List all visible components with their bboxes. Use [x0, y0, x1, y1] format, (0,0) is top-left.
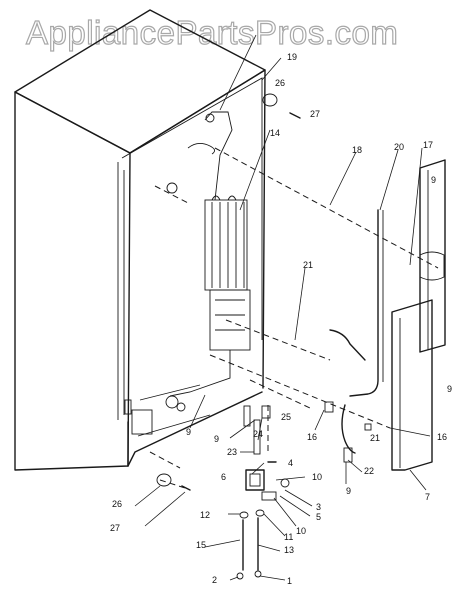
part-label-19: 19 — [287, 52, 297, 62]
part-label-21-lower: 21 — [370, 433, 380, 443]
part-label-15: 15 — [196, 540, 206, 550]
part-label-26-top: 26 — [275, 78, 285, 88]
refrigerator-cabinet — [14, 9, 266, 471]
part-label-5: 5 — [316, 512, 321, 522]
part-label-17: 17 — [423, 140, 433, 150]
leader-lines — [134, 34, 431, 581]
part-label-4: 4 — [288, 458, 293, 468]
part-label-7: 7 — [425, 492, 430, 502]
bottom-small-parts — [156, 93, 372, 580]
part-label-10-lower: 10 — [296, 526, 306, 536]
part-label-18: 18 — [352, 145, 362, 155]
part-label-6: 6 — [221, 472, 226, 482]
part-label-11: 11 — [284, 532, 293, 542]
upper-back-cover — [419, 159, 446, 353]
part-label-16-center: 16 — [307, 432, 317, 442]
part-label-9-center: 9 — [214, 434, 219, 444]
part-label-9-left: 9 — [186, 427, 191, 437]
drain-tube — [349, 209, 384, 397]
part-label-24: 24 — [253, 429, 263, 439]
part-label-3: 3 — [316, 502, 321, 512]
part-label-27-bottom: 27 — [110, 523, 120, 533]
part-label-26-bottom: 26 — [112, 499, 122, 509]
part-label-25: 25 — [281, 412, 291, 422]
assembly-guide-lines — [149, 147, 439, 489]
part-label-10-upper: 10 — [312, 472, 322, 482]
part-label-2: 2 — [212, 575, 217, 585]
part-label-23: 23 — [227, 447, 237, 457]
watermark-text: AppliancePartsPros.com — [26, 14, 398, 51]
part-label-1: 1 — [287, 576, 292, 586]
part-label-9-upper-right: 9 — [431, 175, 436, 185]
part-label-20: 20 — [394, 142, 404, 152]
part-label-12: 12 — [200, 510, 210, 520]
lower-back-cover — [391, 299, 433, 471]
part-label-21-upper: 21 — [303, 260, 313, 270]
part-number-labels: 19 26 27 14 18 20 17 9 21 9 9 25 9 24 16… — [110, 52, 452, 586]
part-label-27-top: 27 — [310, 109, 320, 119]
part-label-13: 13 — [284, 545, 294, 555]
part-label-9-bottom: 9 — [346, 486, 351, 496]
part-label-22: 22 — [364, 466, 374, 476]
part-label-16-right: 16 — [437, 432, 447, 442]
part-label-9-right: 9 — [447, 384, 452, 394]
heater-tube — [341, 404, 356, 463]
evaporator-coil — [169, 111, 251, 397]
part-label-14: 14 — [270, 128, 280, 138]
tube-segment — [329, 329, 366, 361]
